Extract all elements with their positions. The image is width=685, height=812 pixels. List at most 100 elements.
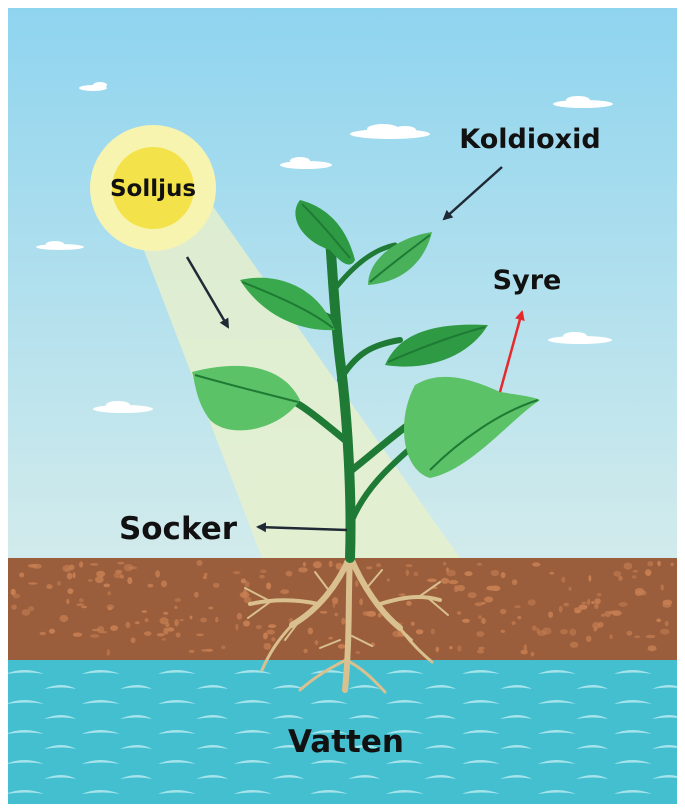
soil-pebble — [268, 624, 276, 628]
soil-pebble — [266, 583, 271, 590]
soil-pebble — [359, 598, 363, 605]
soil-pebble — [634, 635, 640, 638]
soil-pebble — [332, 597, 338, 604]
soil-pebble — [320, 611, 328, 614]
soil-pebble — [114, 572, 123, 578]
soil-pebble — [161, 580, 167, 587]
soil-pebble — [355, 580, 359, 587]
soil-pebble — [468, 592, 477, 598]
soil-pebble — [657, 561, 661, 567]
soil-pebble — [456, 585, 465, 591]
soil-pebble — [308, 628, 313, 635]
soil-pebble — [624, 563, 633, 570]
soil-pebble — [406, 601, 412, 606]
soil-pebble — [59, 615, 68, 622]
soil-pebble — [62, 565, 71, 572]
soil-pebble — [478, 647, 484, 650]
soil-pebble — [328, 637, 332, 640]
soil-pebble — [203, 576, 207, 580]
soil-pebble — [548, 612, 553, 618]
soil-pebble — [635, 591, 643, 596]
soil-pebble — [204, 573, 208, 576]
soil-pebble — [213, 583, 220, 588]
soil-pebble — [663, 600, 673, 605]
soil-pebble — [559, 606, 563, 613]
soil-pebble — [11, 589, 16, 596]
soil-pebble — [233, 571, 241, 574]
soil-pebble — [661, 584, 664, 590]
soil-pebble — [88, 579, 93, 582]
soil-pebble — [259, 575, 265, 579]
soil-pebble — [481, 618, 486, 624]
soil-pebble — [627, 631, 633, 636]
soil-pebble — [446, 570, 456, 577]
soil-pebble — [221, 645, 225, 649]
soil-pebble — [107, 649, 111, 656]
soil-pebble — [174, 598, 181, 602]
soil-pebble — [131, 637, 136, 643]
soil-pebble — [79, 561, 83, 567]
soil-pebble — [128, 566, 137, 569]
soil-pebble — [338, 644, 346, 649]
soil-pebble — [189, 650, 195, 653]
soil-pebble — [431, 629, 435, 635]
soil-pebble — [648, 645, 657, 651]
soil-pebble — [517, 616, 521, 620]
soil-pebble — [303, 562, 306, 567]
soil-pebble — [110, 625, 118, 631]
soil-pebble — [665, 621, 669, 627]
soil-pebble — [416, 629, 424, 634]
soil-pebble — [157, 633, 165, 636]
soil-pebble — [514, 605, 521, 608]
soil-pebble — [174, 619, 179, 626]
soil-pebble — [569, 629, 576, 636]
soil-pebble — [586, 636, 592, 642]
soil-pebble — [501, 630, 506, 633]
soil-pebble — [671, 563, 674, 567]
soil-pebble — [646, 635, 656, 639]
soil-pebble — [162, 638, 166, 641]
soil-pebble — [263, 643, 271, 650]
soil-pebble — [367, 611, 377, 617]
soil-pebble — [399, 593, 406, 596]
soil-pebble — [436, 647, 440, 653]
soil-pebble — [125, 622, 130, 628]
soil-pebble — [594, 598, 600, 604]
soil-pebble — [315, 640, 319, 645]
soil-pebble — [457, 611, 462, 615]
soil-pebble — [411, 622, 415, 626]
soil-pebble — [76, 603, 84, 606]
soil-pebble — [256, 625, 262, 629]
soil-pebble — [334, 613, 338, 617]
soil-pebble — [73, 572, 76, 578]
water-label: Vatten — [288, 724, 404, 760]
soil-pebble — [481, 602, 486, 604]
soil-pebble — [532, 562, 540, 566]
soil-pebble — [196, 634, 204, 637]
carbon-dioxide-label: Koldioxid — [459, 124, 600, 155]
soil-pebble — [476, 631, 484, 637]
soil-pebble — [560, 629, 568, 634]
soil-pebble — [271, 637, 275, 641]
soil-pebble — [537, 628, 540, 634]
soil-pebble — [28, 582, 37, 584]
soil-pebble — [477, 650, 484, 654]
soil-pebble — [592, 622, 600, 629]
soil-pebble — [127, 577, 132, 584]
soil-pebble — [167, 627, 174, 631]
sugar-label: Socker — [119, 511, 238, 547]
soil-pebble — [563, 603, 569, 607]
soil-pebble — [427, 579, 437, 583]
soil-pebble — [280, 589, 289, 594]
soil-pebble — [190, 616, 193, 620]
soil-pebble — [531, 652, 535, 657]
soil-pebble — [613, 571, 621, 577]
soil-pebble — [241, 579, 246, 584]
soil-pebble — [11, 605, 17, 610]
soil-pebble — [656, 619, 661, 623]
soil-pebble — [107, 591, 111, 595]
soil-pebble — [609, 634, 612, 639]
soil-pebble — [96, 571, 105, 577]
soil-pebble — [366, 566, 372, 569]
soil-pebble — [441, 578, 450, 584]
